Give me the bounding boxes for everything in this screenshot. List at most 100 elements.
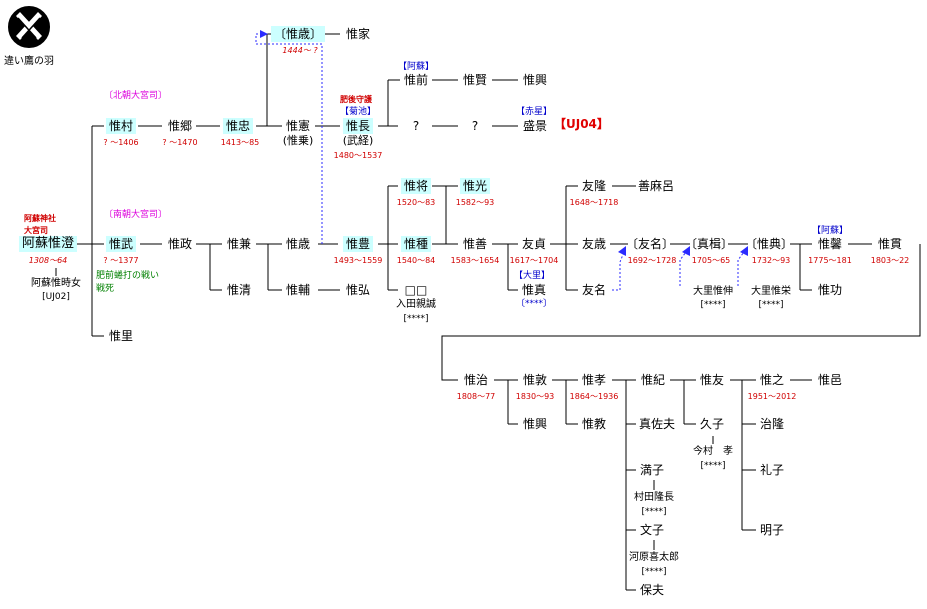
dates-koremasa2: 1520〜83 [396, 198, 436, 207]
person-koretoshi[interactable]: 惟歳 [285, 237, 311, 251]
person-koresaki[interactable]: 惟前 [403, 73, 429, 87]
person-koretoshi-top[interactable]: 〔惟歳〕 [270, 26, 326, 42]
person-koreyu[interactable]: 惟邑 [817, 373, 843, 387]
dates-koreyuki: 1951〜2012 [747, 392, 797, 401]
korenori-alias: (惟乗) [282, 134, 314, 147]
person-tomosada[interactable]: 友貞 [521, 237, 547, 251]
label-aso-2: 【阿蘇】 [812, 226, 849, 236]
person-iritada[interactable]: 入田親誠 [396, 299, 436, 310]
person-korehiro[interactable]: 惟弘 [345, 283, 371, 297]
person-korenori2[interactable]: 〔惟典〕 [744, 237, 794, 251]
person-sasao[interactable]: 真佐夫 [638, 417, 676, 431]
person-koreie[interactable]: 惟家 [345, 27, 371, 41]
person-fumiko[interactable]: 文子 [639, 523, 665, 537]
dates-koreharu: 1808〜77 [456, 392, 496, 401]
person-koreatsu[interactable]: 惟敦 [522, 373, 548, 387]
person-zenmaro[interactable]: 善麻呂 [637, 179, 675, 193]
person-oosato2[interactable]: 大里惟栄 [751, 286, 791, 297]
person-koremura[interactable]: 惟村 [105, 118, 137, 134]
dates-tomosada: 1617〜1704 [509, 256, 559, 265]
person-korenori4[interactable]: 惟紀 [640, 373, 666, 387]
person-reiko[interactable]: 礼子 [759, 463, 785, 477]
oosato1-code: [****] [700, 300, 726, 310]
person-korenori[interactable]: 惟憲 [285, 119, 311, 133]
person-koremitsu[interactable]: 惟光 [459, 178, 491, 194]
crossed-hawk-feathers-crest-icon [8, 6, 50, 48]
dates-koretada: 1413〜85 [220, 138, 260, 147]
crest-caption: 違い鷹の羽 [4, 56, 54, 67]
person-koreyoshi[interactable]: 惟善 [462, 237, 488, 251]
person-hisako[interactable]: 久子 [699, 417, 725, 431]
person-koresane[interactable]: 惟真 [521, 283, 547, 297]
person-haruo[interactable]: 治隆 [759, 417, 785, 431]
person-koretsune[interactable]: 惟馨 [817, 237, 843, 251]
morikage-code: 【UJ04】 [554, 117, 609, 131]
kawahara-code: [****] [641, 567, 667, 577]
person-yasuo[interactable]: 保夫 [639, 583, 665, 597]
person-koremasa[interactable]: 惟政 [167, 237, 193, 251]
label-northern-court-priest: 〔北朝大宮司〕 [104, 91, 168, 101]
person-koreisa[interactable]: 惟功 [817, 283, 843, 297]
person-tomona[interactable]: 友名 [581, 283, 607, 297]
dates-korenori3: 1803〜22 [870, 256, 910, 265]
person-koresato[interactable]: 惟郷 [167, 119, 193, 133]
person-koresuke[interactable]: 惟輔 [285, 283, 311, 297]
label-higo-governor: 肥後守護 [340, 95, 372, 104]
dates-koretane: 1540〜84 [396, 256, 436, 265]
dates-koretsune: 1775〜181 [808, 256, 852, 265]
person-koretaka[interactable]: 惟孝 [581, 373, 607, 387]
dates-korenori2: 1732〜93 [751, 256, 791, 265]
dates-koretake: ? 〜1377 [103, 256, 139, 265]
person-koreyuki[interactable]: 惟之 [759, 373, 785, 387]
koresane-code: 〔****〕 [515, 299, 553, 309]
person-tomotaka[interactable]: 友隆 [581, 179, 607, 193]
person-korekiyo[interactable]: 惟清 [226, 283, 252, 297]
person-imamura[interactable]: 今村 孝 [693, 446, 733, 457]
korenaga-alias: (武経) [342, 134, 374, 147]
dates-sanemasa: 1705〜65 [691, 256, 731, 265]
person-korekata[interactable]: 惟賢 [462, 73, 488, 87]
label-aso-shrine: 阿蘇神社 [24, 214, 56, 223]
person-koretane[interactable]: 惟種 [400, 236, 432, 252]
person-unknown-2[interactable]: ? [471, 119, 479, 133]
person-korezumi[interactable]: 阿蘇惟澄 [18, 236, 78, 252]
iritada-code: [****] [403, 314, 429, 324]
person-koreoki2[interactable]: 惟興 [522, 417, 548, 431]
person-sanemasa[interactable]: 〔真楫〕 [684, 237, 734, 251]
murata-code: [****] [641, 507, 667, 517]
dates-koreyoshi: 1583〜1654 [450, 256, 500, 265]
person-koresato2[interactable]: 惟里 [108, 329, 134, 343]
person-wife[interactable]: 阿蘇惟時女 [31, 278, 81, 289]
person-tomotoshi[interactable]: 友歳 [581, 237, 607, 251]
person-korenaga[interactable]: 惟長 [342, 118, 374, 134]
person-korekane[interactable]: 惟兼 [226, 237, 252, 251]
person-akiko[interactable]: 明子 [759, 523, 785, 537]
imamura-code: [****] [700, 461, 726, 471]
person-koreharu[interactable]: 惟治 [463, 373, 489, 387]
person-koretada[interactable]: 惟忠 [222, 118, 254, 134]
person-koreoki[interactable]: 惟興 [522, 73, 548, 87]
person-unknown-1[interactable]: ? [412, 119, 420, 133]
wife-code: [UJ02] [42, 292, 70, 302]
dates-korezumi: 1308〜64 [28, 256, 68, 265]
person-koretoyo[interactable]: 惟豊 [342, 236, 374, 252]
label-kikuchi: 【菊池】 [340, 107, 377, 117]
person-koreatsu2[interactable]: 惟教 [581, 417, 607, 431]
person-morikage[interactable]: 盛景 [522, 119, 548, 133]
label-oosato: 【大里】 [514, 271, 551, 281]
person-oosato1[interactable]: 大里惟伸 [693, 286, 733, 297]
dates-koremura: ? 〜1406 [103, 138, 139, 147]
person-korenori3[interactable]: 惟貫 [877, 237, 903, 251]
person-murata[interactable]: 村田隆長 [634, 492, 674, 503]
person-koretake[interactable]: 惟武 [105, 236, 137, 252]
dates-tomotaka: 1648〜1718 [569, 198, 619, 207]
person-tomona2[interactable]: 〔友名〕 [625, 237, 675, 251]
person-kawahara[interactable]: 河原喜太郎 [629, 552, 679, 563]
person-unknown-boxes[interactable]: □□ [404, 283, 428, 297]
person-koretomo[interactable]: 惟友 [699, 373, 725, 387]
person-mitsuko[interactable]: 満子 [639, 463, 665, 477]
dates-korenaga: 1480〜1537 [333, 151, 383, 160]
person-koremasa2[interactable]: 惟将 [400, 178, 432, 194]
dates-koremitsu: 1582〜93 [455, 198, 495, 207]
